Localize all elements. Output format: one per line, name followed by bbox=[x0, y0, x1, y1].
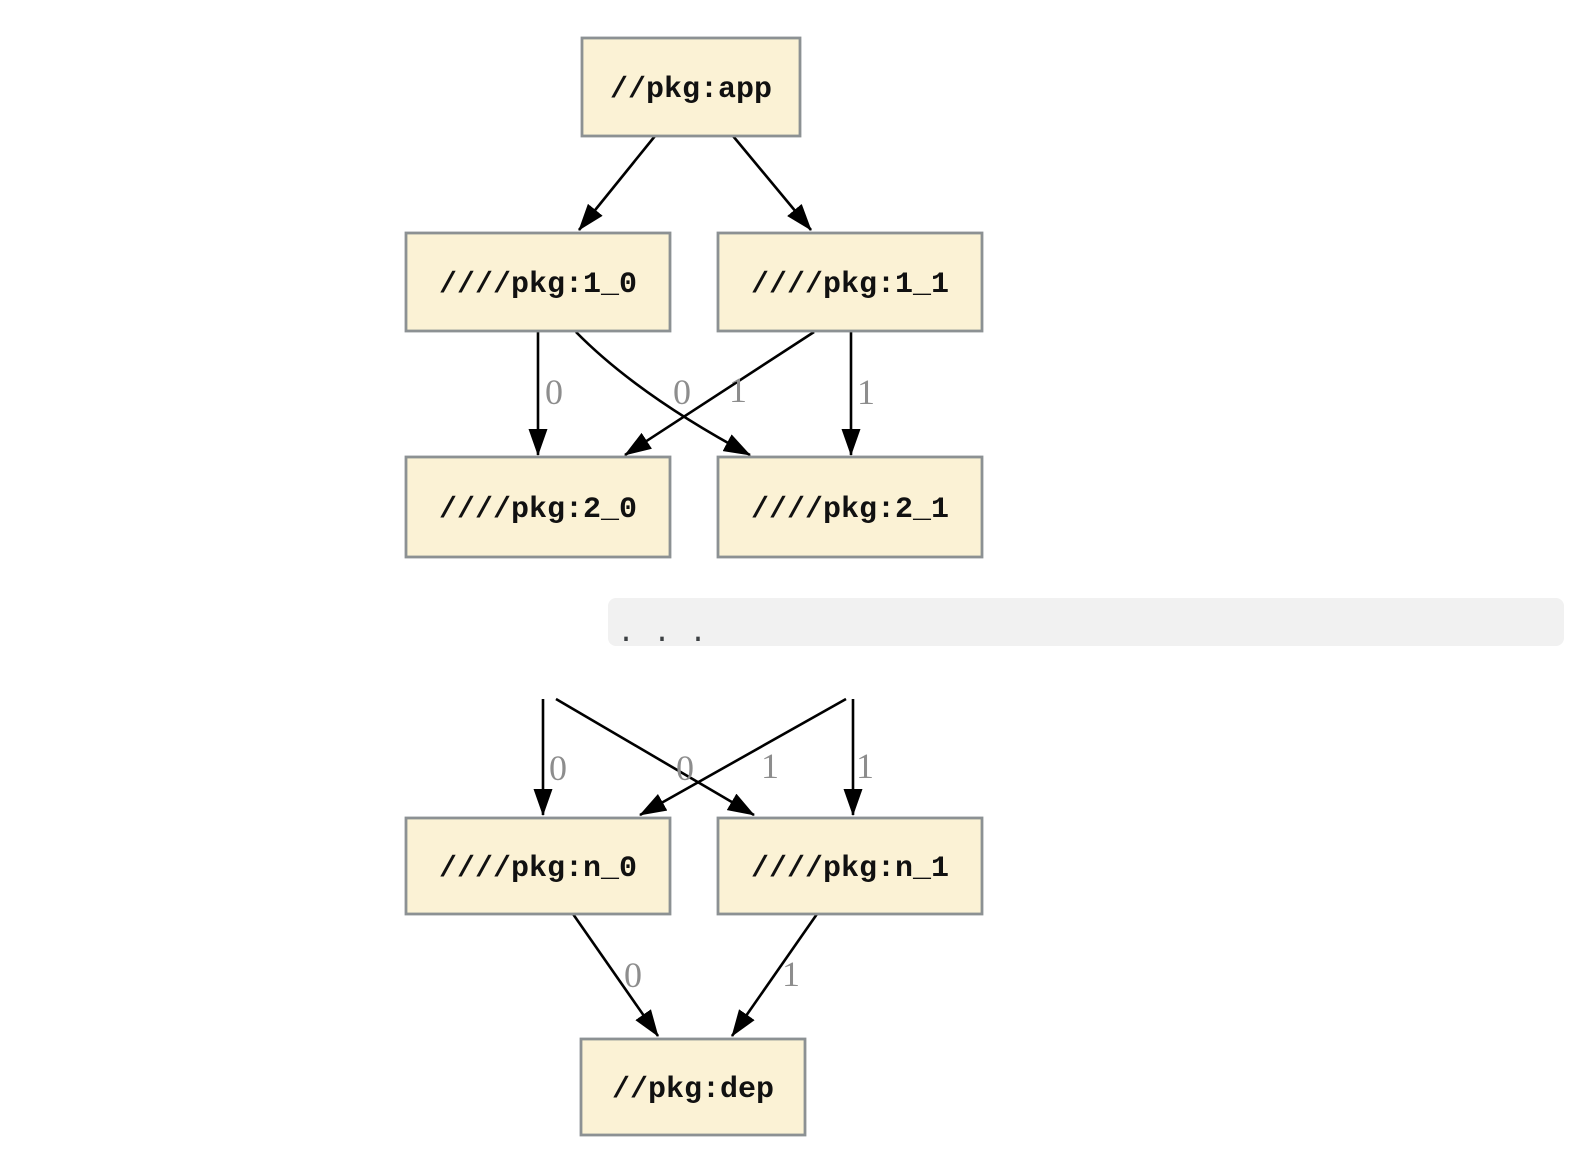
edge-label-n_1-to-dep: 1 bbox=[782, 954, 800, 994]
edge-label-1_0-to-2_1: 0 bbox=[673, 372, 691, 412]
edge-label-elided-to-n_0-v: 0 bbox=[549, 748, 567, 788]
edge-label-1_1-to-2_1: 1 bbox=[857, 372, 875, 412]
node-2_1: ////pkg:2_1 bbox=[716, 455, 984, 559]
node-label: //pkg:app bbox=[610, 73, 772, 107]
nodes-layer: //pkg:app ////pkg:1_0 ////pkg:1_1 ////pk… bbox=[404, 36, 984, 1137]
edge-label-1_1-to-2_0: 1 bbox=[729, 370, 747, 410]
elided-section: . . . bbox=[608, 598, 1564, 651]
edge-n_1-to-dep bbox=[730, 913, 819, 1037]
node-dep: //pkg:dep bbox=[579, 1037, 807, 1137]
edge-app-to-1_1 bbox=[731, 135, 813, 231]
node-box bbox=[404, 231, 672, 333]
node-n_1: ////pkg:n_1 bbox=[716, 816, 984, 916]
node-1_0: ////pkg:1_0 bbox=[404, 231, 672, 333]
edges-layer: 0 0 1 1 0 0 1 1 0 1 bbox=[528, 135, 875, 1037]
node-label: //pkg:dep bbox=[612, 1073, 774, 1107]
edge-label-n_0-to-dep: 0 bbox=[624, 955, 642, 995]
node-label: ////pkg:1_1 bbox=[751, 268, 949, 302]
node-box bbox=[404, 455, 672, 559]
edge-1_0-to-2_1 bbox=[575, 331, 751, 457]
edge-elided-to-n_1-x bbox=[555, 697, 755, 817]
node-n_0: ////pkg:n_0 bbox=[404, 816, 672, 916]
node-box bbox=[716, 231, 984, 333]
node-label: ////pkg:n_0 bbox=[439, 852, 637, 886]
edge-app-to-1_0 bbox=[577, 135, 657, 231]
node-label: ////pkg:2_0 bbox=[439, 493, 637, 527]
node-box bbox=[716, 455, 984, 559]
edge-label-1_0-to-2_0: 0 bbox=[545, 372, 563, 412]
edge-label-elided-to-n_1-x: 0 bbox=[676, 748, 694, 788]
node-label: ////pkg:n_1 bbox=[751, 852, 949, 886]
ellipsis-text: . . . bbox=[617, 617, 707, 651]
edge-label-elided-to-n_0-x: 1 bbox=[761, 746, 779, 786]
node-box bbox=[580, 36, 802, 138]
node-label: ////pkg:2_1 bbox=[751, 493, 949, 527]
node-1_1: ////pkg:1_1 bbox=[716, 231, 984, 333]
edge-n_0-to-dep bbox=[571, 913, 660, 1037]
node-box bbox=[579, 1037, 807, 1137]
node-label: ////pkg:1_0 bbox=[439, 268, 637, 302]
node-2_0: ////pkg:2_0 bbox=[404, 455, 672, 559]
node-box bbox=[404, 816, 672, 916]
node-app: //pkg:app bbox=[580, 36, 802, 138]
elided-section-band bbox=[608, 598, 1564, 646]
edge-1_1-to-2_0 bbox=[624, 330, 815, 457]
node-box bbox=[716, 816, 984, 916]
edge-elided-to-n_0-x bbox=[639, 697, 847, 817]
edge-label-elided-to-n_1-v: 1 bbox=[856, 746, 874, 786]
